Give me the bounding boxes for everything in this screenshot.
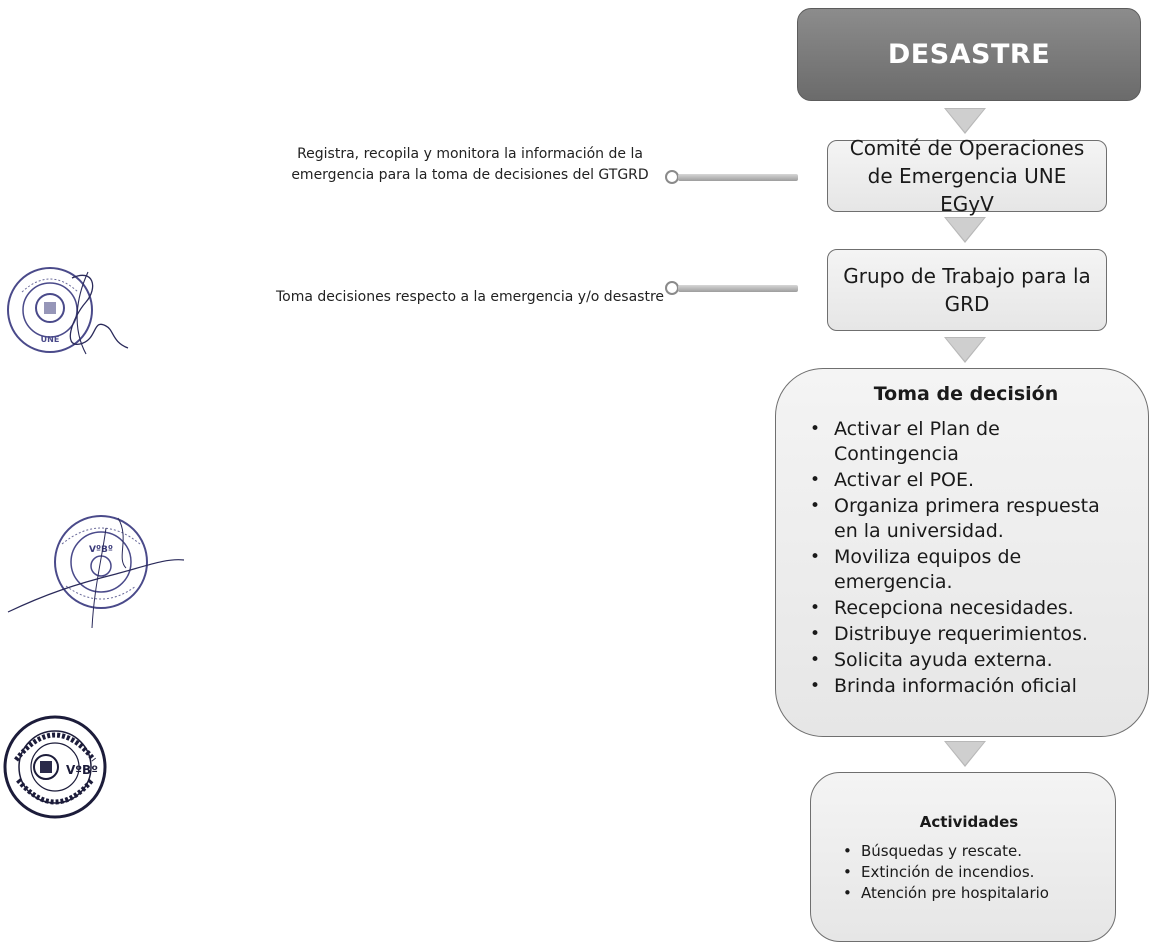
gtgrd-description: Toma decisiones respecto a la emergencia…: [275, 289, 665, 305]
activities-box: Actividades Búsquedas y rescate. Extinci…: [810, 772, 1116, 942]
connector-bar: [678, 174, 798, 181]
seal-planeamiento: VºBº: [7, 515, 185, 629]
seal-unidad-modernizacion: VºBº: [3, 715, 107, 819]
decision-title: Toma de decisión: [873, 383, 1059, 405]
connector-ring: [665, 281, 679, 295]
decision-item: Solicita ayuda externa.: [804, 648, 1128, 673]
decision-list: Activar el Plan de Contingencia Activar …: [804, 417, 1128, 699]
activity-item: Extinción de incendios.: [839, 862, 1099, 883]
decision-box: Toma de decisión Activar el Plan de Cont…: [775, 368, 1149, 737]
seal-direccion-general: UNE: [7, 267, 129, 355]
svg-text:VºBº: VºBº: [89, 545, 113, 555]
activity-item: Atención pre hospitalario: [839, 883, 1099, 904]
activity-item: Búsquedas y rescate.: [839, 841, 1099, 862]
coe-label: Comité de Operaciones de Emergencia UNE …: [849, 136, 1085, 216]
svg-text:VºBº: VºBº: [66, 763, 98, 777]
decision-item: Brinda información oficial: [804, 674, 1128, 699]
coe-box: Comité de Operaciones de Emergencia UNE …: [827, 136, 1107, 216]
activities-list: Búsquedas y rescate. Extinción de incend…: [839, 841, 1099, 904]
down-arrow-1: [944, 108, 986, 134]
coe-description: Registra, recopila y monitora la informa…: [291, 146, 649, 183]
decision-item: Moviliza equipos de emergencia.: [804, 545, 1128, 595]
connector-bar: [678, 285, 798, 292]
svg-text:UNE: UNE: [41, 335, 60, 344]
gtgrd-label: Grupo de Trabajo para la GRD: [843, 264, 1091, 316]
connector-ring: [665, 170, 679, 184]
decision-item: Distribuye requerimientos.: [804, 622, 1128, 647]
down-arrow-2: [944, 217, 986, 243]
connector-gtgrd: [665, 281, 798, 295]
gtgrd-box: Grupo de Trabajo para la GRD: [827, 249, 1107, 331]
down-arrow-4: [944, 741, 986, 767]
decision-item: Organiza primera respuesta en la univers…: [804, 494, 1128, 544]
desastre-label: DESASTRE: [887, 39, 1051, 70]
decision-item: Recepciona necesidades.: [804, 596, 1128, 621]
decision-item: Activar el Plan de Contingencia: [804, 417, 1128, 467]
desastre-header: DESASTRE: [797, 8, 1141, 101]
down-arrow-3: [944, 337, 986, 363]
activities-title: Actividades: [919, 813, 1019, 831]
decision-item: Activar el POE.: [804, 468, 1128, 493]
connector-coe: [665, 170, 798, 184]
